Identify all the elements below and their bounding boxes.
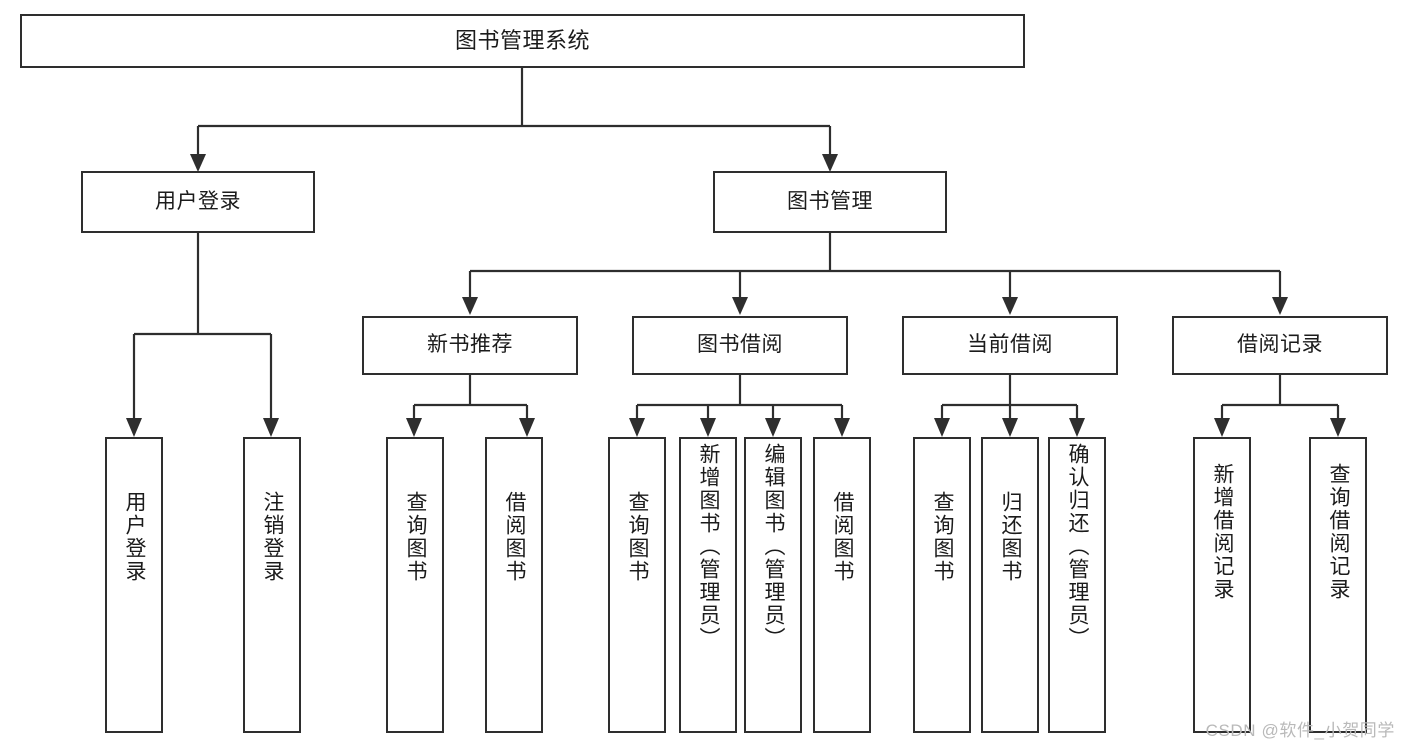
node-login[interactable]: 用户登录: [81, 171, 315, 233]
node-root-label: 图书管理系统: [454, 28, 590, 54]
node-leaf-nb-borrow-book[interactable]: 借阅图书: [485, 437, 543, 733]
node-leaf-bo-query-book[interactable]: 查询图书: [608, 437, 666, 733]
node-leaf-user-logout[interactable]: 注销登录: [243, 437, 301, 733]
arrowhead-leaf-user-logout: [263, 418, 279, 437]
arrowhead-leaf-cu-confirm: [1069, 418, 1085, 437]
node-leaf-re-query-record-label: 查询借阅记录: [1327, 463, 1351, 601]
node-book-borrow-label: 图书借阅: [697, 333, 783, 357]
arrowhead-leaf-cu-return: [1002, 418, 1018, 437]
node-book-management-label: 图书管理: [787, 189, 873, 213]
arrowhead-leaf-re-query: [1330, 418, 1346, 437]
arrowhead-bookmgmt: [822, 154, 838, 172]
arrowhead-leaf-nb-query: [406, 418, 422, 437]
node-root[interactable]: 图书管理系统: [20, 14, 1025, 68]
node-leaf-nb-borrow-book-label: 借阅图书: [503, 491, 527, 583]
arrowhead-record: [1272, 297, 1288, 315]
arrowhead-login: [190, 154, 206, 172]
node-book-borrow[interactable]: 图书借阅: [632, 316, 848, 375]
arrowhead-leaf-nb-borrow: [519, 418, 535, 437]
node-leaf-cu-query-book-label: 查询图书: [931, 491, 955, 583]
node-leaf-user-login-label: 用户登录: [123, 491, 147, 583]
node-leaf-re-add-record-label: 新增借阅记录: [1211, 463, 1235, 601]
node-leaf-bo-query-book-label: 查询图书: [626, 491, 650, 583]
node-new-book-recommend-label: 新书推荐: [427, 333, 513, 357]
node-leaf-nb-query-book[interactable]: 查询图书: [386, 437, 444, 733]
node-leaf-bo-add-book-label: 新增图书（管理员）: [697, 443, 721, 650]
arrowhead-leaf-bo-add: [700, 418, 716, 437]
node-new-book-recommend[interactable]: 新书推荐: [362, 316, 578, 375]
node-leaf-re-add-record[interactable]: 新增借阅记录: [1193, 437, 1251, 733]
node-borrow-record[interactable]: 借阅记录: [1172, 316, 1388, 375]
arrowhead-leaf-bo-borrow: [834, 418, 850, 437]
node-leaf-user-login[interactable]: 用户登录: [105, 437, 163, 733]
arrowhead-leaf-user-login: [126, 418, 142, 437]
csdn-watermark: CSDN @软件_小贺同学: [1205, 721, 1395, 740]
node-leaf-bo-edit-book[interactable]: 编辑图书（管理员）: [744, 437, 802, 733]
node-leaf-bo-borrow-book[interactable]: 借阅图书: [813, 437, 871, 733]
node-current-borrow[interactable]: 当前借阅: [902, 316, 1118, 375]
arrowhead-leaf-cu-query: [934, 418, 950, 437]
node-login-label: 用户登录: [155, 189, 241, 213]
arrowhead-borrow: [732, 297, 748, 315]
node-leaf-user-logout-label: 注销登录: [261, 491, 285, 583]
arrowhead-leaf-re-add: [1214, 418, 1230, 437]
node-leaf-cu-confirm-return-label: 确认归还（管理员）: [1066, 443, 1090, 650]
node-leaf-nb-query-book-label: 查询图书: [404, 491, 428, 583]
node-leaf-bo-add-book[interactable]: 新增图书（管理员）: [679, 437, 737, 733]
arrowhead-newbook: [462, 297, 478, 315]
node-leaf-re-query-record[interactable]: 查询借阅记录: [1309, 437, 1367, 733]
arrowhead-leaf-bo-edit: [765, 418, 781, 437]
node-leaf-bo-edit-book-label: 编辑图书（管理员）: [762, 443, 786, 650]
node-borrow-record-label: 借阅记录: [1237, 333, 1323, 357]
node-leaf-cu-query-book[interactable]: 查询图书: [913, 437, 971, 733]
arrowhead-leaf-bo-query: [629, 418, 645, 437]
node-current-borrow-label: 当前借阅: [967, 333, 1053, 357]
arrowhead-current: [1002, 297, 1018, 315]
node-leaf-cu-return-book-label: 归还图书: [999, 491, 1023, 583]
node-book-management[interactable]: 图书管理: [713, 171, 947, 233]
node-leaf-bo-borrow-book-label: 借阅图书: [831, 491, 855, 583]
node-leaf-cu-confirm-return[interactable]: 确认归还（管理员）: [1048, 437, 1106, 733]
node-leaf-cu-return-book[interactable]: 归还图书: [981, 437, 1039, 733]
